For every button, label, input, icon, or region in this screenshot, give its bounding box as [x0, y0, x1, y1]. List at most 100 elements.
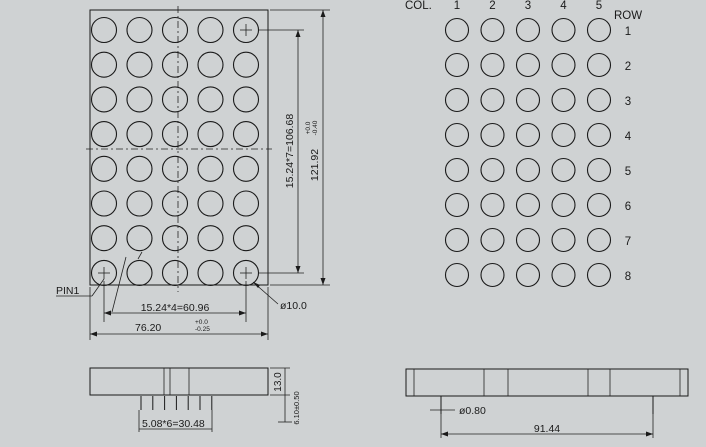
side-view-left: 5.08*6=30.48 13.0 6.10±0.50	[89, 367, 301, 432]
matrix-dot	[480, 122, 505, 148]
matrix-dot	[480, 227, 505, 253]
row-number: 5	[625, 166, 631, 178]
matrix-dot	[586, 87, 612, 113]
front-dot	[90, 155, 118, 182]
matrix-dot	[586, 262, 612, 288]
front-dot	[90, 16, 118, 44]
matrix-dot	[551, 157, 576, 183]
matrix-dot	[515, 17, 541, 43]
left-pins	[140, 396, 213, 410]
row-pitch-dim: 15.24*7=106.68	[284, 114, 296, 189]
row-number: 1	[625, 26, 631, 38]
matrix-dot	[480, 157, 505, 183]
front-dot	[232, 225, 260, 252]
front-dot	[197, 155, 224, 182]
col-number: 1	[454, 0, 460, 12]
front-dot	[90, 86, 118, 113]
col-number: 2	[489, 0, 495, 12]
front-dot	[161, 259, 189, 286]
width-tol-minus: -0.25	[195, 326, 210, 333]
front-dot	[232, 121, 260, 148]
front-dot	[161, 86, 189, 113]
front-dot	[90, 225, 118, 252]
matrix-dot	[551, 192, 576, 218]
matrix-dot	[444, 262, 470, 288]
front-dot	[90, 121, 118, 148]
matrix-dot	[444, 87, 470, 113]
front-dot	[161, 225, 189, 252]
thickness-dim: 13.0	[273, 372, 284, 392]
matrix-dot	[444, 227, 470, 253]
matrix-dot	[480, 52, 505, 78]
matrix-dot	[515, 157, 541, 183]
col-number: 5	[596, 0, 602, 12]
height-tol-minus: -0.40	[312, 120, 319, 135]
front-dot	[126, 16, 153, 44]
front-dot	[126, 259, 153, 286]
matrix-dot	[515, 87, 541, 113]
pin1-tick	[137, 251, 143, 260]
matrix-dot	[586, 17, 612, 43]
col-pitch-dim: 15.24*4=60.96	[141, 302, 210, 314]
pin1-leader-d	[91, 278, 105, 297]
matrix-dot	[515, 227, 541, 253]
front-dot	[161, 51, 189, 78]
length-dim: 91.44	[534, 423, 560, 435]
row-number: 8	[625, 271, 631, 283]
matrix-dot	[515, 122, 541, 148]
matrix-dot	[444, 192, 470, 218]
front-dot	[126, 225, 153, 252]
front-dot	[161, 155, 189, 182]
pin-diameter-dim: ø0.80	[459, 405, 486, 417]
front-dot	[126, 121, 153, 148]
matrix-dot	[480, 262, 505, 288]
matrix-dot	[444, 52, 470, 78]
front-dot	[197, 16, 224, 44]
front-dot	[161, 121, 189, 148]
width-tol-plus: +0.0	[195, 319, 208, 326]
front-view: PIN1 15.24*4=60.96 76.20 +0.0 -0.25 15.2…	[56, 6, 330, 340]
column-numbers: 1 2 3 4 5	[454, 0, 602, 12]
front-dot	[90, 51, 118, 78]
row-label: ROW	[614, 10, 642, 22]
matrix-dot	[586, 227, 612, 253]
matrix-dot	[444, 122, 470, 148]
matrix-dot	[551, 122, 576, 148]
pin1-label: PIN1	[56, 285, 80, 297]
pitch-leader	[111, 256, 127, 313]
front-dot	[126, 155, 153, 182]
front-dot	[197, 51, 224, 78]
matrix-dot	[515, 52, 541, 78]
matrix-dot	[586, 122, 612, 148]
front-dot-grid	[90, 16, 260, 286]
front-dot	[126, 190, 153, 217]
matrix-dot	[551, 262, 576, 288]
matrix-dot	[444, 157, 470, 183]
matrix-dot	[551, 227, 576, 253]
matrix-dot	[480, 192, 505, 218]
pin-length-dim: 6.10±0.50	[292, 391, 301, 424]
front-dot	[197, 86, 224, 113]
row-number: 2	[625, 61, 631, 73]
front-dot	[197, 190, 224, 217]
matrix-dot	[551, 52, 576, 78]
row-number: 6	[625, 201, 631, 213]
matrix-dot	[444, 17, 470, 43]
col-number: 3	[525, 0, 531, 12]
front-dot	[161, 190, 189, 217]
height-dim: 121.92	[309, 149, 321, 181]
matrix-dot	[480, 17, 505, 43]
matrix-dot-grid	[444, 17, 612, 288]
matrix-dot	[551, 87, 576, 113]
matrix-dot	[515, 192, 541, 218]
side-view-right: ø0.80 91.44	[405, 368, 689, 438]
front-dot	[197, 259, 224, 286]
row-number: 4	[625, 131, 632, 143]
front-dot	[232, 86, 260, 113]
col-number: 4	[560, 0, 567, 12]
front-dot	[161, 16, 189, 44]
